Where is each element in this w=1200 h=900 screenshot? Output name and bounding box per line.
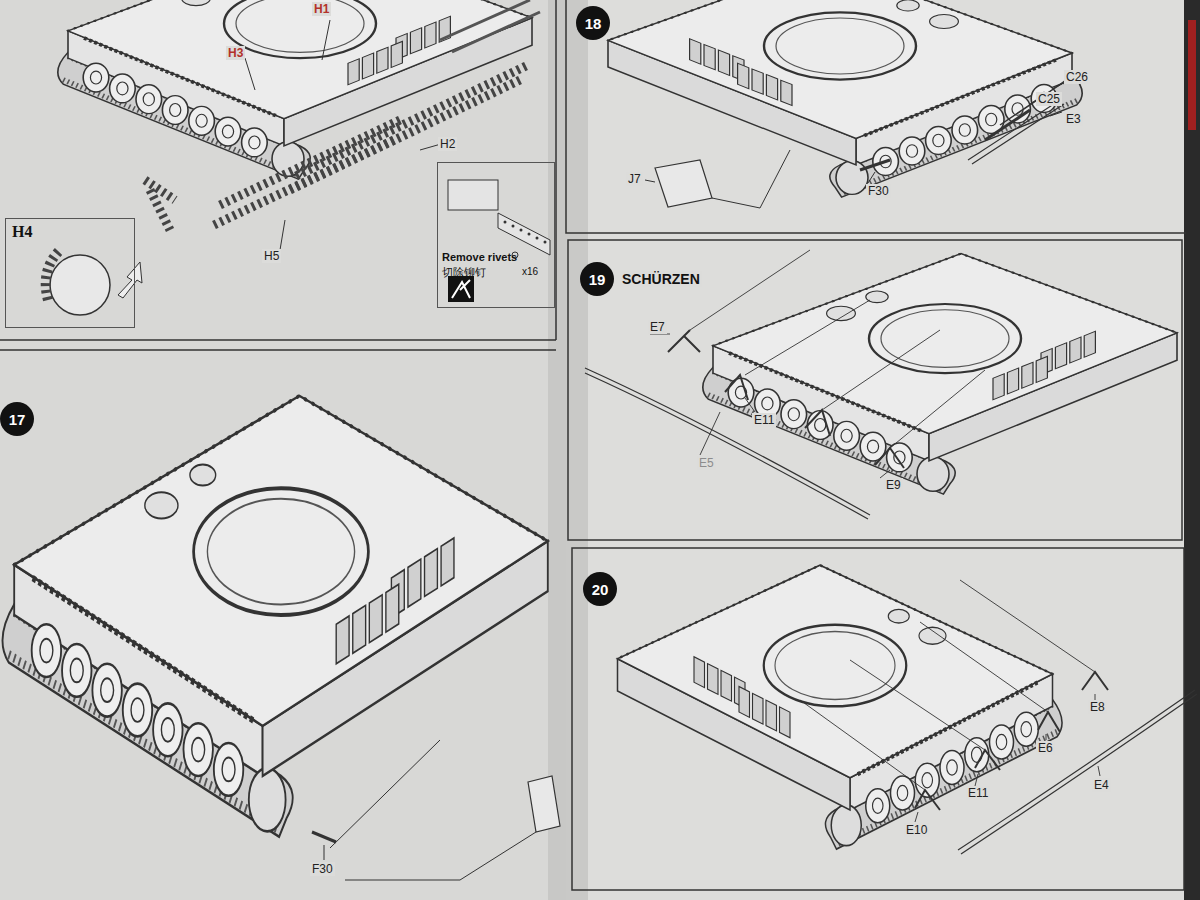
part-label: C25 (1036, 92, 1062, 106)
part-label: E10 (904, 823, 929, 837)
part-label: H1 (312, 2, 331, 16)
part-label: F30 (866, 184, 891, 198)
step-number: 18 (576, 6, 610, 40)
part-label: C26 (1064, 70, 1090, 84)
part-label: E5 (697, 456, 716, 470)
step-number: 17 (0, 402, 34, 436)
step-number: 20 (583, 572, 617, 606)
inset-note: 切除铆钉 (442, 265, 486, 280)
part-label: H3 (226, 46, 245, 60)
part-label: E11 (752, 413, 776, 427)
step-heading: SCHÜRZEN (620, 271, 702, 287)
step-number: 19 SCHÜRZEN (580, 262, 702, 296)
part-label: E3 (1064, 112, 1083, 126)
inset-label: H4 (12, 223, 32, 241)
part-label: H5 (262, 249, 281, 263)
part-label: J7 (626, 172, 643, 186)
part-label: E6 (1036, 741, 1055, 755)
part-label: E9 (884, 478, 903, 492)
inset-label: Remove rivets (442, 251, 517, 263)
part-label: E7 (648, 320, 667, 334)
part-label: E4 (1092, 778, 1111, 792)
step-number: 19 (580, 262, 614, 296)
inset-box: H4 (5, 218, 135, 328)
part-label: F30 (310, 862, 335, 876)
inset-box: Remove rivets 切除铆钉 x16 (437, 162, 555, 308)
step-number: 20 (583, 572, 617, 606)
part-label: E11 (966, 786, 990, 800)
part-label: E8 (1088, 700, 1107, 714)
step-number: 17 (0, 402, 34, 436)
step-number: 18 (576, 6, 610, 40)
part-label: H2 (438, 137, 457, 151)
inset-note: x16 (522, 266, 538, 277)
